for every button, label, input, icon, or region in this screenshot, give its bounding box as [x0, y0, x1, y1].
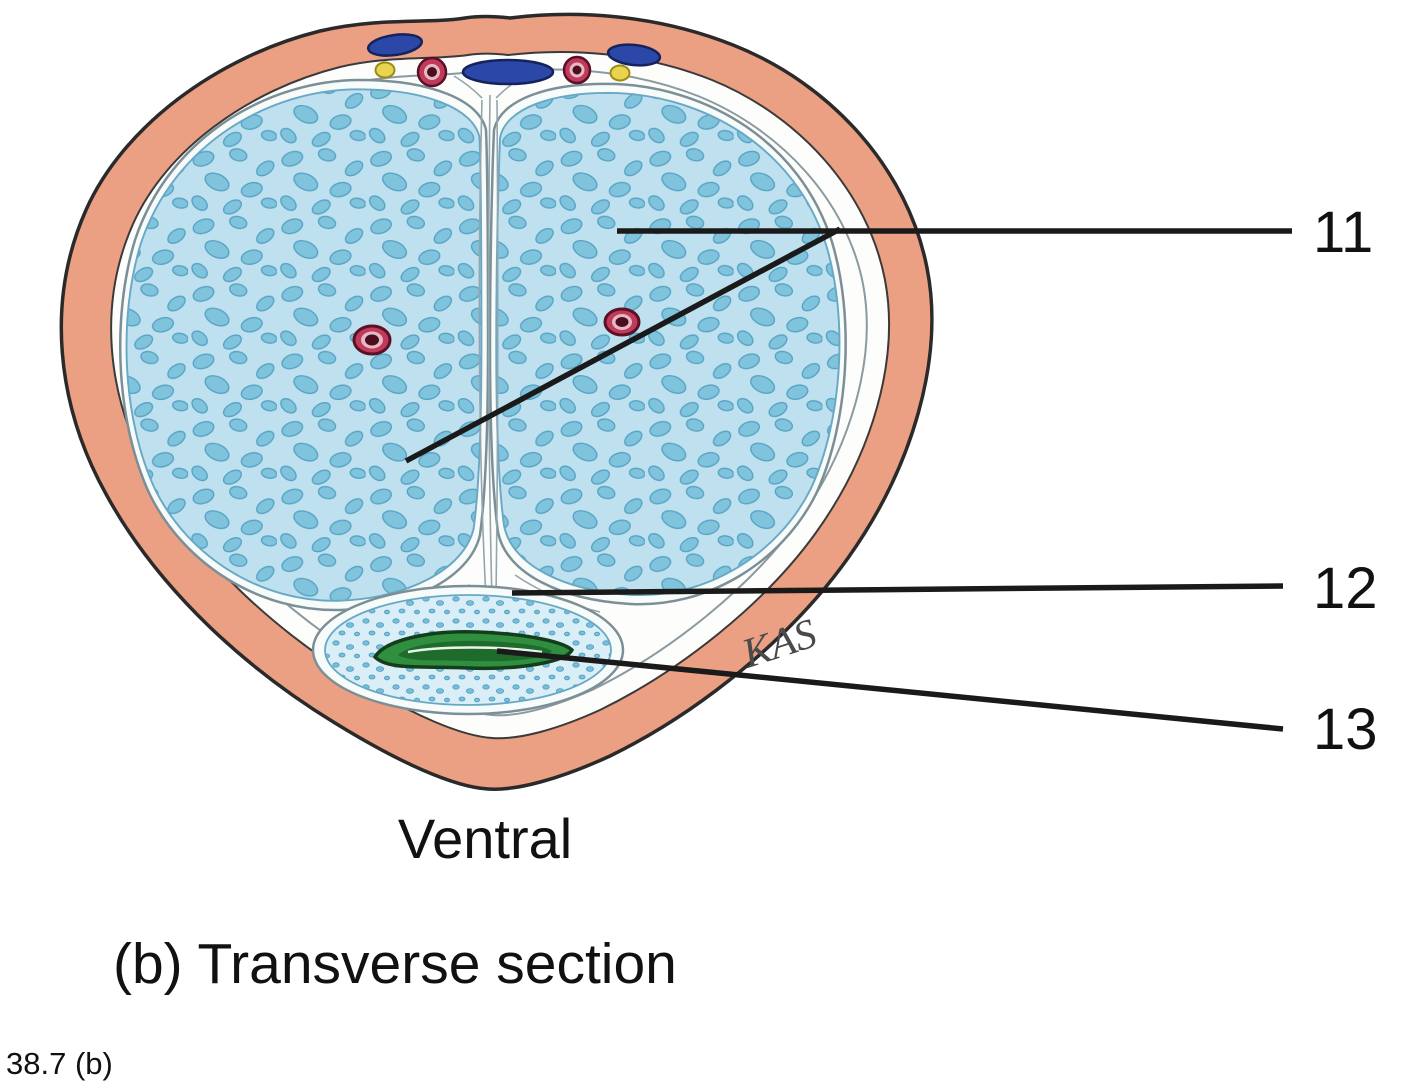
deep-dorsal-vein [461, 58, 555, 86]
dorsal-artery-right [562, 55, 592, 85]
orientation-label: Ventral [398, 807, 572, 870]
median-septum [401, 75, 601, 619]
urethra [372, 629, 575, 671]
dorsal-nerve-right [609, 64, 631, 82]
central-artery-left [352, 324, 392, 356]
figure-caption: (b) Transverse section [113, 932, 677, 996]
dorsal-nerve-left [374, 61, 396, 79]
leader-line-11-diagonal [404, 226, 842, 464]
dorsal-vein-left [366, 33, 424, 57]
figure-number: 38.7 (b) [6, 1046, 113, 1081]
dorsal-vein-right [606, 43, 662, 67]
dorsal-vessels [366, 33, 662, 88]
leader-line-13 [496, 648, 1284, 732]
label-11: 11 [1313, 200, 1373, 265]
label-12: 12 [1313, 556, 1378, 621]
label-13: 13 [1313, 697, 1378, 762]
dorsal-artery-left [416, 56, 448, 88]
central-artery-right [603, 307, 641, 337]
leader-line-12 [511, 583, 1284, 596]
